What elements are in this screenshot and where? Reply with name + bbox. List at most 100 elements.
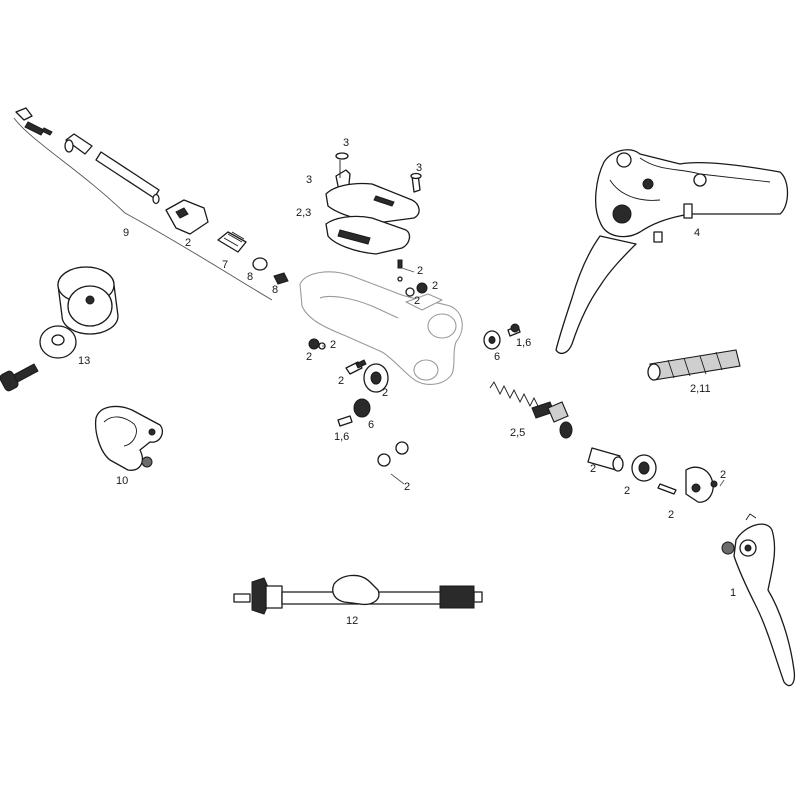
callout-8: 8 xyxy=(247,271,253,283)
callouts: 9 2 7 8 8 13 10 3 3 3 2,3 2 2 2 2 2 2 2 … xyxy=(78,137,736,627)
callout-2: 2 xyxy=(624,485,630,497)
axle-collar xyxy=(265,585,283,609)
piston-cup xyxy=(559,421,573,439)
diaphragm-bladder xyxy=(337,229,371,245)
cam-link-hole xyxy=(691,483,701,493)
lever-contact-screw xyxy=(653,231,663,243)
cap-screw-a-head xyxy=(335,152,349,160)
callout-2: 2 xyxy=(338,375,344,387)
callout-2: 2 xyxy=(404,481,410,493)
bushing-b xyxy=(395,441,409,455)
blade-pivot-hole xyxy=(744,544,752,552)
clamp-bolt-hole xyxy=(148,428,156,436)
callout-7: 7 xyxy=(222,259,228,271)
blade-body xyxy=(733,523,796,687)
callout-2: 2 xyxy=(306,351,312,363)
callout-2: 2 xyxy=(432,280,438,292)
pivot-pin-tip xyxy=(355,359,367,369)
reservoir-cap-assembly xyxy=(325,152,422,255)
reach-adjust-hub xyxy=(370,371,382,385)
clamp-ring-assembly xyxy=(0,266,119,392)
callout-4: 4 xyxy=(694,227,700,239)
pushrod-body xyxy=(649,349,741,381)
olive-sleeve xyxy=(65,133,93,155)
hose-small-parts xyxy=(165,199,289,285)
cam-link xyxy=(685,466,714,503)
blade-spring-clip xyxy=(745,513,757,521)
callout-2: 2 xyxy=(417,265,423,277)
hose-guide-line xyxy=(13,117,273,301)
spring-piston xyxy=(489,381,573,439)
axle-assembly xyxy=(233,574,483,615)
reservoir-cap-logo xyxy=(373,195,395,207)
callout-2: 2 xyxy=(185,237,191,249)
cylinder-boot-hole xyxy=(638,461,650,475)
clamp-pivot xyxy=(141,456,153,468)
callout-2: 2 xyxy=(330,339,336,351)
compression-fitting xyxy=(217,231,247,253)
master-port xyxy=(413,359,439,381)
callout-2: 2 xyxy=(720,469,726,481)
master-bore xyxy=(427,313,457,339)
hose-barb xyxy=(24,121,45,136)
hose-barb-tip xyxy=(41,127,53,136)
axle-nut xyxy=(439,585,475,609)
clamp-body xyxy=(94,405,164,471)
callout-2: 2 xyxy=(414,295,420,307)
pushrod-end xyxy=(647,363,661,381)
callout-9: 9 xyxy=(123,227,129,239)
lever-bushing-set xyxy=(483,323,521,350)
reservoir-cap xyxy=(325,182,420,223)
lever-blade-assembly xyxy=(721,513,796,687)
callout-2: 2 xyxy=(590,463,596,475)
clamp-ring-face xyxy=(67,285,113,327)
center-small-parts xyxy=(308,259,428,467)
left-plug xyxy=(308,338,320,350)
axle-tip-right xyxy=(473,591,483,603)
compression-nut xyxy=(252,257,268,271)
callout-1-6: 1,6 xyxy=(334,431,349,443)
lever-pivot-mid xyxy=(642,178,654,190)
leader-lines xyxy=(322,267,725,487)
callout-6: 6 xyxy=(494,351,500,363)
callout-8: 8 xyxy=(272,284,278,296)
hose-cover-detail xyxy=(175,207,189,219)
callout-6: 6 xyxy=(368,419,374,431)
bushing-a xyxy=(377,453,391,467)
callout-2: 2 xyxy=(668,509,674,521)
callout-2-5: 2,5 xyxy=(510,427,525,439)
cam-pin xyxy=(657,483,677,495)
bleed-port-oring xyxy=(405,287,415,297)
hose-cover xyxy=(165,199,209,235)
lever-bushing-left xyxy=(353,398,371,418)
reservoir-diaphragm xyxy=(325,215,411,255)
return-spring xyxy=(489,381,541,411)
master-reservoir-lip xyxy=(405,293,443,311)
blade-pivot-left xyxy=(721,541,735,555)
cylinder-parts xyxy=(587,447,718,503)
compression-threads xyxy=(223,231,245,247)
axle-tip-left xyxy=(233,593,251,603)
callout-2-3: 2,3 xyxy=(296,207,311,219)
callout-13: 13 xyxy=(78,355,90,367)
callout-1-6: 1,6 xyxy=(516,337,531,349)
leader-2-d xyxy=(719,479,725,487)
lever-blade xyxy=(555,235,637,355)
master-body-ridge xyxy=(319,295,399,319)
pushrod-assembly xyxy=(647,349,741,381)
bolt-1-6-head xyxy=(510,323,520,333)
hose-segment xyxy=(95,151,160,199)
callout-3: 3 xyxy=(306,174,312,186)
bleed-screw xyxy=(397,259,403,269)
olive-end xyxy=(64,139,74,153)
hose-assembly xyxy=(13,107,273,301)
cylinder-sleeve-end xyxy=(612,456,624,472)
cap-screw-b-head xyxy=(410,172,422,180)
piston-body xyxy=(547,401,569,423)
clamp-ring-hole xyxy=(85,295,95,305)
callout-3: 3 xyxy=(343,137,349,149)
handlebar-clamp xyxy=(94,405,164,471)
clamp-bolt-head xyxy=(0,370,19,392)
lever-body xyxy=(595,149,789,238)
callout-1: 1 xyxy=(730,587,736,599)
